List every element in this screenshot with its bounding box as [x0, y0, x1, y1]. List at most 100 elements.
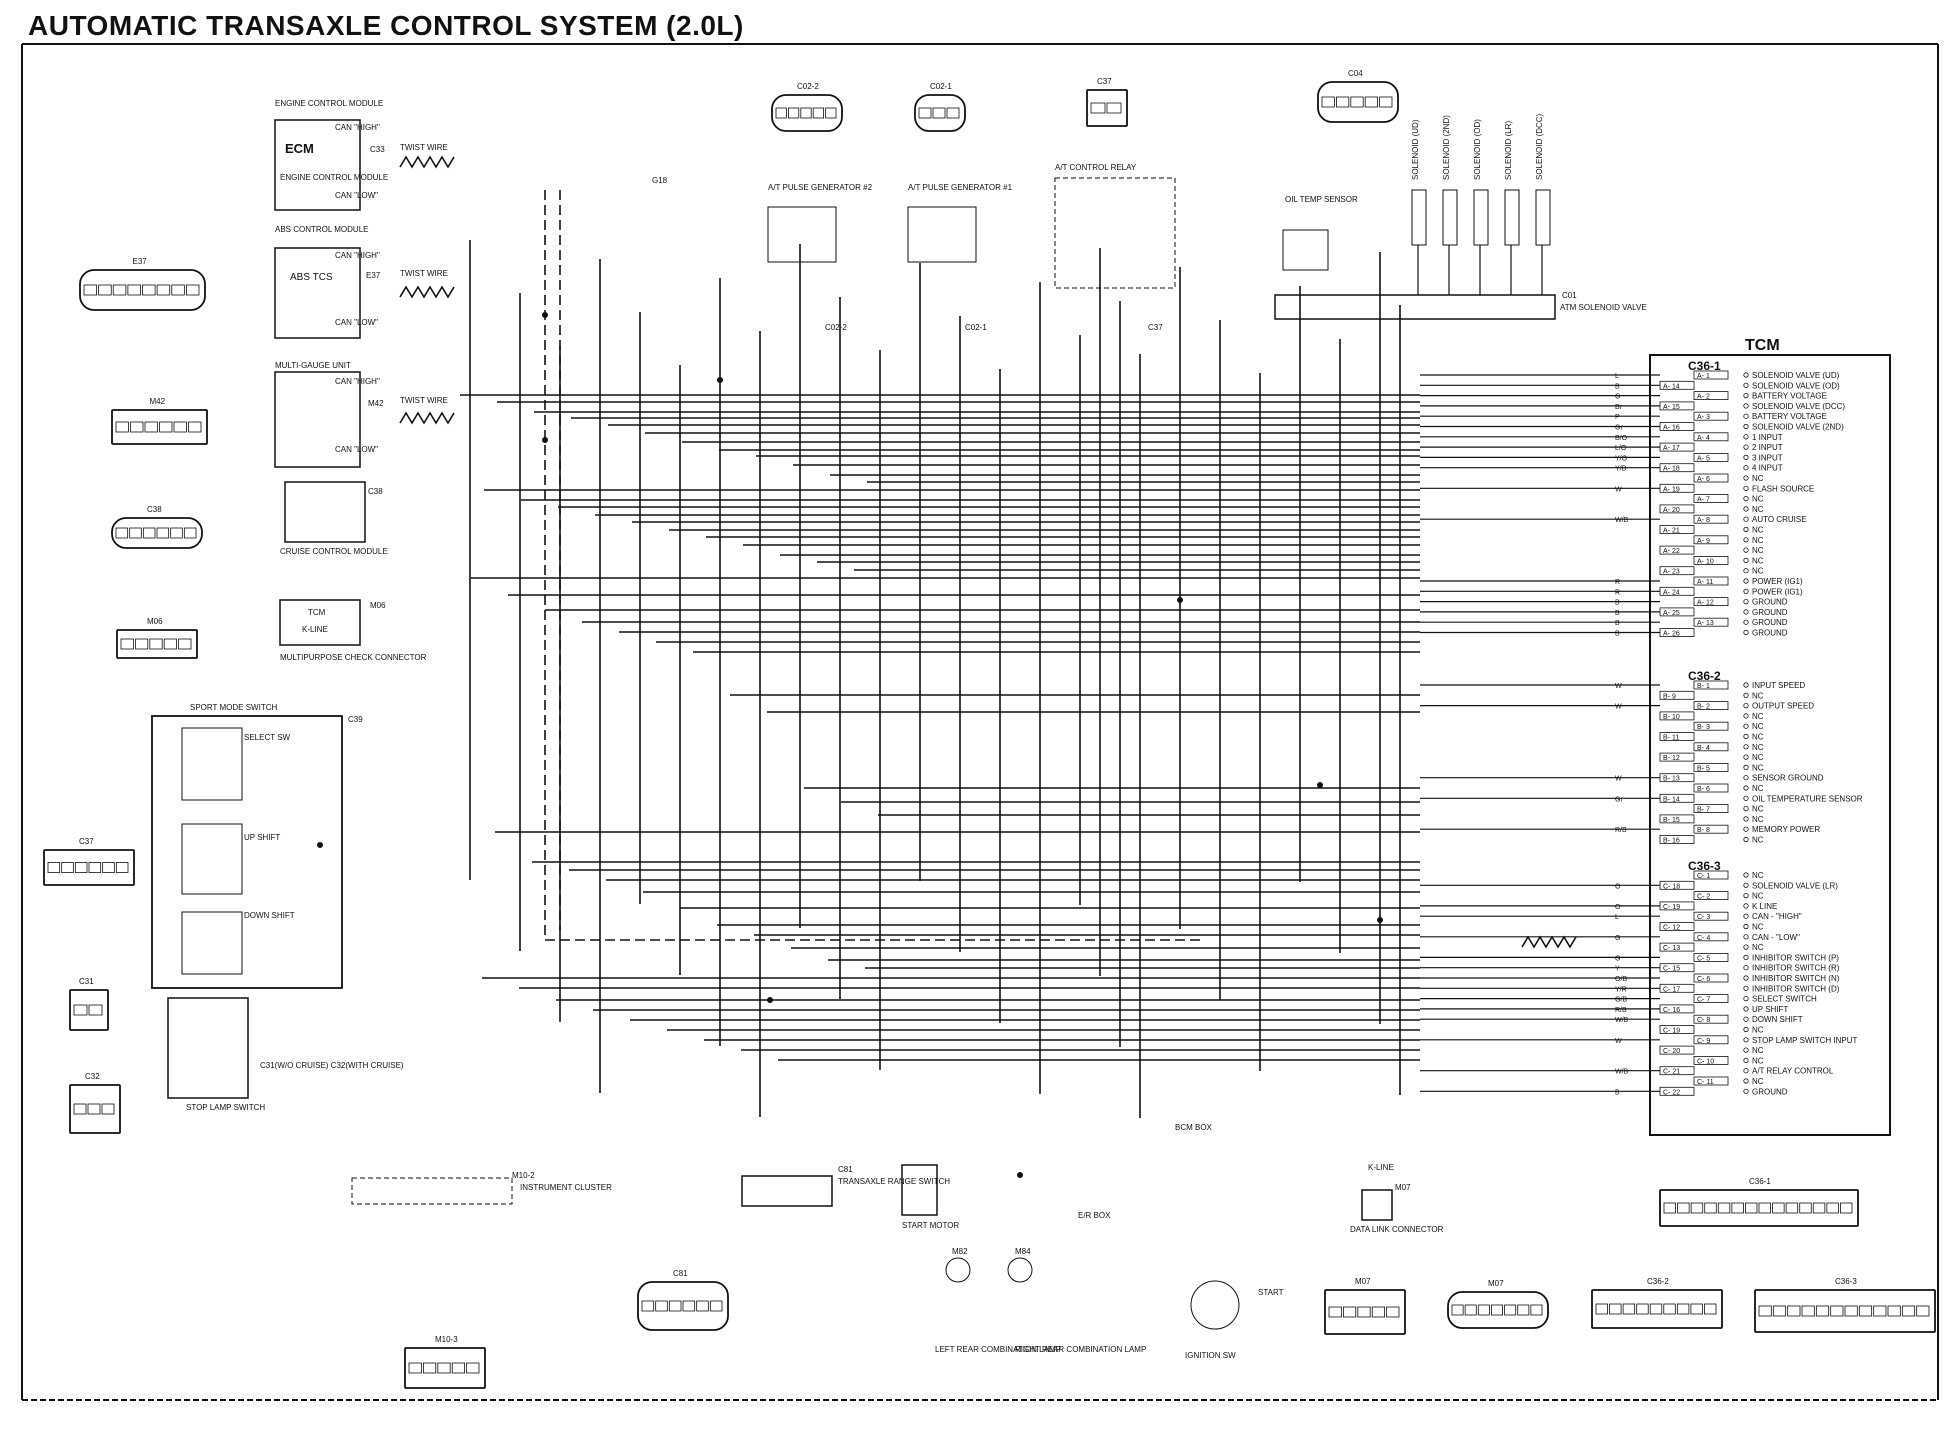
- tcm-pin-box: [1693, 535, 1729, 545]
- tcm-pin-label: NC: [1752, 805, 1764, 814]
- svg-text:TWIST WIRE: TWIST WIRE: [400, 396, 448, 405]
- connector-cavity: [1677, 1202, 1690, 1214]
- tcm-pin-number: A- 14: [1663, 383, 1680, 390]
- connector-cavity: [173, 421, 187, 433]
- connector-cavity: [932, 107, 946, 119]
- connector-face: [914, 94, 966, 132]
- tcm-pin-number: B- 16: [1663, 838, 1680, 845]
- connector-cavity: [1801, 1305, 1815, 1317]
- connector-cavity: [696, 1300, 709, 1312]
- tcm-pin-label: SELECT SWITCH: [1752, 995, 1817, 1004]
- tcm-pin-wire-color: R: [1615, 589, 1620, 596]
- tcm-pin-box: [1659, 835, 1695, 844]
- tcm-pin-number: A- 18: [1663, 466, 1680, 473]
- tcm-pin-number: C- 8: [1697, 1017, 1710, 1024]
- tcm-pin-number: C- 18: [1663, 883, 1680, 890]
- connector-cavity: [183, 527, 197, 539]
- connector-cavity: [1364, 96, 1378, 108]
- tcm-pin-terminal: [1743, 454, 1749, 460]
- tcm-pin-label: INHIBITOR SWITCH (R): [1752, 964, 1840, 973]
- svg-text:C31(W/O CRUISE) C32(WITH CRUIS: C31(W/O CRUISE) C32(WITH CRUISE): [260, 1061, 404, 1070]
- tcm-pin-box: [1659, 732, 1695, 741]
- tcm-pin-label: NC: [1752, 505, 1764, 514]
- connector-cavity: [709, 1300, 723, 1312]
- twisted-pair: [1521, 935, 1577, 949]
- tcm-pin-terminal: [1743, 547, 1749, 553]
- tcm-pin-label: SOLENOID VALVE (LR): [1752, 881, 1838, 890]
- tcm-pin-number: C- 13: [1663, 945, 1680, 952]
- tcm-pin-terminal: [1743, 403, 1749, 409]
- sport-mode-switch: SPORT MODE SWITCH C39 SELECT SW UP SHIFT…: [151, 703, 363, 989]
- tcm-pin-box: [1659, 504, 1695, 514]
- cruise-module: CRUISE CONTROL MODULE C38: [280, 481, 388, 556]
- svg-text:TCM: TCM: [308, 608, 326, 617]
- tcm-pin-number: C- 19: [1663, 904, 1680, 911]
- connector-cavity: [1787, 1305, 1801, 1317]
- tcm-pin-label: GROUND: [1752, 1087, 1788, 1096]
- connector-cavity: [408, 1362, 422, 1374]
- multigauge-module: MULTI-GAUGE UNIT CAN "HIGH" CAN "LOW" M4…: [274, 361, 448, 468]
- connector-cavity: [1321, 96, 1335, 108]
- tcm-pin-label: NC: [1752, 536, 1764, 545]
- tcm-pin-wire-color: B: [1615, 610, 1620, 617]
- connector-cavity: [788, 107, 800, 119]
- connector-cavity: [682, 1300, 696, 1312]
- tcm-pin-terminal: [1743, 1078, 1749, 1084]
- tcm-pin-label: 1 INPUT: [1752, 433, 1783, 442]
- tcm-pin-terminal: [1743, 372, 1749, 378]
- tcm-pin-label: INHIBITOR SWITCH (D): [1752, 984, 1840, 993]
- connector-face-label: C81: [673, 1269, 688, 1278]
- connector-face-label: E37: [133, 257, 148, 266]
- svg-text:LEFT REAR COMBINATION LAMP: LEFT REAR COMBINATION LAMP: [935, 1345, 1061, 1354]
- tcm-pin-terminal: [1743, 578, 1749, 584]
- splice-point: [542, 437, 548, 443]
- connector-cavity: [112, 284, 127, 296]
- svg-text:TRANSAXLE RANGE SWITCH: TRANSAXLE RANGE SWITCH: [838, 1177, 950, 1186]
- tcm-pin-label: OUTPUT SPEED: [1752, 702, 1814, 711]
- svg-text:ABS CONTROL MODULE: ABS CONTROL MODULE: [275, 225, 369, 234]
- svg-text:OIL TEMP SENSOR: OIL TEMP SENSOR: [1285, 195, 1358, 204]
- tcm-pin-number: A- 22: [1663, 548, 1680, 555]
- tcm-pin-box: [1693, 1056, 1729, 1065]
- tcm-pin-wire-color: G/B: [1615, 997, 1627, 1004]
- connector-cavity: [1844, 1305, 1858, 1317]
- connector-cavity: [1799, 1202, 1812, 1214]
- svg-text:ENGINE CONTROL MODULE: ENGINE CONTROL MODULE: [280, 173, 388, 182]
- tcm-pin-label: NC: [1752, 753, 1764, 762]
- svg-text:C02-2: C02-2: [825, 323, 847, 332]
- svg-text:TWIST WIRE: TWIST WIRE: [400, 143, 448, 152]
- svg-text:UP SHIFT: UP SHIFT: [244, 833, 280, 842]
- connector-face: [1317, 81, 1399, 123]
- connector-cavity: [1464, 1304, 1477, 1316]
- svg-text:CAN "HIGH": CAN "HIGH": [335, 251, 380, 260]
- tcm-pin-number: A- 5: [1697, 455, 1710, 462]
- connector-cavity: [178, 638, 192, 650]
- solenoid-coil: [1473, 189, 1489, 246]
- splice-point: [1377, 917, 1383, 923]
- connector-cavity: [1745, 1202, 1758, 1214]
- tcm-pin-box: [1693, 721, 1729, 731]
- frame: [21, 43, 1939, 1401]
- connector-cavity: [1690, 1202, 1704, 1214]
- tcm-pin-label: SENSOR GROUND: [1752, 774, 1824, 783]
- tcm-pin-wire-color: Gr: [1615, 796, 1623, 803]
- tcm-pin-box: [1659, 566, 1695, 576]
- rear-lamps: M82 M84 LEFT REAR COMBINATION LAMP RIGHT…: [935, 1247, 1146, 1354]
- tcm-pin-label: INHIBITOR SWITCH (P): [1752, 953, 1839, 962]
- tcm-pin-terminal: [1743, 913, 1749, 919]
- connector-cavity: [142, 284, 156, 296]
- svg-text:A/T CONTROL RELAY: A/T CONTROL RELAY: [1055, 163, 1137, 172]
- svg-text:C01: C01: [1562, 291, 1577, 300]
- tcm-pin-label: NC: [1752, 836, 1764, 845]
- tcm-pin-label: 4 INPUT: [1752, 464, 1783, 473]
- tcm-pin-number: A- 21: [1663, 528, 1680, 535]
- tcm-pin-terminal: [1743, 475, 1749, 481]
- tcm-pin-label: OIL TEMPERATURE SENSOR: [1752, 794, 1863, 803]
- tcm-pin-number: B- 2: [1697, 704, 1710, 711]
- connector-cavity: [101, 1103, 115, 1115]
- connector-cavity: [185, 284, 200, 296]
- tcm-group-title: C36-1: [1688, 359, 1721, 373]
- svg-text:DATA LINK CONNECTOR: DATA LINK CONNECTOR: [1350, 1225, 1444, 1234]
- tcm-pin-wire-color: Br: [1615, 404, 1623, 411]
- transaxle-range-switch: C81 TRANSAXLE RANGE SWITCH: [741, 1165, 950, 1207]
